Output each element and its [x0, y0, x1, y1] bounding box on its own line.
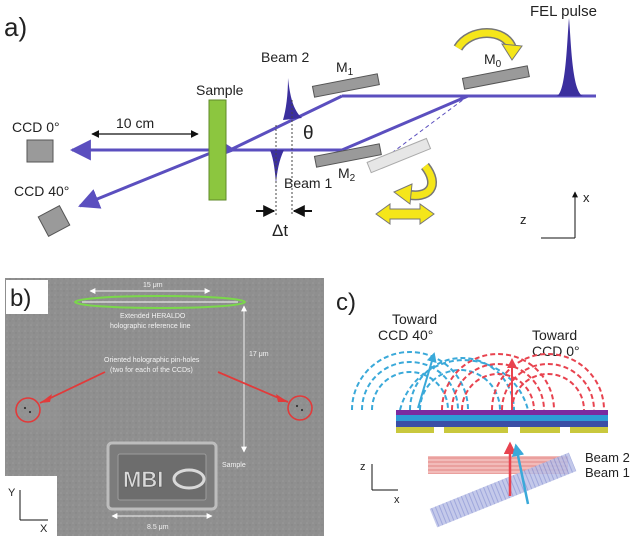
delta-t-label: Δt — [272, 221, 288, 240]
beam2-propagation-arrow — [511, 443, 530, 505]
beam-paths — [69, 94, 596, 209]
pinhole-right-pointer-head — [276, 394, 288, 402]
mirror-m2 — [313, 143, 382, 168]
red-wavefronts — [441, 353, 605, 411]
heraldo-label-2: holographic reference line — [110, 323, 191, 330]
red-wave-5 — [501, 363, 595, 411]
ccd-40-label: CCD 40° — [14, 183, 69, 199]
layer-hole-1 — [434, 427, 444, 433]
blue-wave-2 — [361, 361, 459, 411]
blue-wavefronts — [351, 351, 529, 411]
beam1-pulse-shape — [270, 150, 284, 184]
layer-bottom — [396, 427, 608, 433]
mirror-m1 — [311, 73, 380, 98]
translate-m2-arrow — [375, 203, 435, 225]
toward-ccd0-line2: CCD 0° — [532, 343, 580, 359]
panel-c: c) Toward CCD 40° Toward CCD 0° — [336, 289, 630, 528]
rotate-m2-arrow — [404, 163, 436, 199]
alt-beam-dashed — [384, 95, 469, 159]
fel-pulse-shape — [556, 18, 584, 96]
rotate-m0-arrow — [455, 29, 516, 51]
layer-low — [396, 421, 608, 427]
layer-mid — [396, 415, 608, 421]
toward-ccd40-line1: Toward — [392, 311, 437, 327]
heraldo-label-1: Extended HERALDO — [120, 313, 186, 320]
beam2-band — [429, 452, 577, 528]
layer-top — [396, 410, 608, 415]
distance-label: 10 cm — [116, 115, 154, 131]
blue-wave-4 — [419, 369, 501, 411]
axis-b-box — [5, 476, 57, 536]
red-wave-2 — [451, 363, 545, 411]
beam-to-ccd40 — [78, 148, 219, 209]
fel-pulse-label: FEL pulse — [530, 3, 597, 20]
panel-a-letter: a) — [4, 12, 27, 42]
sample-label: Sample — [196, 82, 244, 98]
axis-a-z-label: z — [520, 212, 527, 227]
toward-ccd0-line1: Toward — [532, 327, 577, 343]
beam1-label: Beam 1 — [284, 175, 332, 191]
pinholes-label-1: Oriented holographic pin-holes — [104, 357, 200, 364]
ccd-0-label: CCD 0° — [12, 119, 60, 135]
red-wave-1 — [461, 373, 535, 411]
pinhole-right-circle — [287, 395, 313, 421]
layer-hole-3 — [560, 427, 570, 433]
panel-b-letter-box — [6, 280, 48, 314]
scale-17um-label: 17 μm — [249, 351, 269, 358]
rotate-m2-arrowhead — [393, 183, 413, 205]
mbi-logo-text: MBI — [123, 467, 163, 492]
beam1-c-label: Beam 1 — [585, 465, 630, 480]
panel-c-letter: c) — [336, 289, 356, 316]
blue-wave-1 — [371, 371, 449, 411]
sample-b-label: Sample — [222, 462, 246, 469]
arrow-toward-ccd40 — [417, 352, 437, 409]
sample-plate — [208, 99, 227, 201]
toward-ccd40-line2: CCD 40° — [378, 327, 433, 343]
theta-label: θ — [303, 123, 314, 144]
heraldo-ellipse — [74, 295, 246, 309]
scale-15um-label: 15 μm — [143, 282, 163, 289]
blue-wave-6 — [399, 359, 529, 411]
beam1-diagonal-path — [341, 94, 469, 152]
pinhole-right-dot-1 — [295, 404, 299, 408]
mirror-m1-label: M1 — [336, 59, 354, 78]
red-wave-6 — [491, 353, 605, 411]
pinhole-left-dot-1 — [23, 406, 27, 410]
pinholes-label-2: (two for each of the CCDs) — [110, 367, 193, 374]
pinhole-right-dot-2 — [300, 408, 304, 412]
red-wave-4 — [511, 373, 585, 411]
panel-b-letter: b) — [10, 285, 31, 312]
panel-b: b) 15 μm Extended HERALDO holographic re… — [5, 278, 324, 536]
pinhole-left-pointer-head — [40, 394, 52, 403]
pinhole-right-pointer — [217, 371, 289, 403]
mirror-m2-alt-position — [366, 137, 432, 174]
axis-b-y-label: Y — [8, 487, 16, 499]
ccd-0-detector — [26, 139, 54, 163]
beam2-pulse-shape — [283, 78, 302, 120]
rotate-m0-arrowhead — [501, 43, 523, 61]
pinhole-left-circle — [15, 397, 41, 423]
pinhole-left-region — [10, 390, 60, 430]
mirror-m2-label: M2 — [338, 165, 356, 184]
red-wave-3 — [441, 353, 555, 411]
scale-8-5um-label: 8.5 μm — [147, 524, 169, 531]
layer-hole-2 — [508, 427, 520, 433]
axis-b-x-label: X — [40, 523, 48, 535]
pinhole-left-dot-2 — [28, 410, 32, 414]
blue-wave-3 — [351, 351, 469, 411]
axis-a-x-label: x — [583, 190, 590, 205]
beam2-label: Beam 2 — [261, 49, 309, 65]
mbi-logo-swirl — [172, 468, 206, 490]
axis-c-z-label: z — [360, 461, 366, 473]
ccd-40-detector — [37, 204, 71, 238]
mirror-m0-label: M0 — [484, 51, 502, 70]
axis-c-x-label: x — [394, 494, 400, 506]
beam2-diagonal-path — [229, 94, 343, 152]
panel-a: a) FEL pulse Beam 2 Beam 1 Δt θ — [4, 3, 597, 240]
beam2-c-label: Beam 2 — [585, 450, 630, 465]
mirror-m0 — [461, 65, 530, 90]
